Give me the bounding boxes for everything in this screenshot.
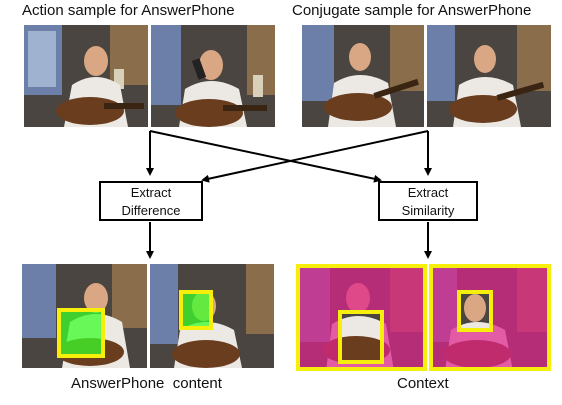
content-highlight-box-1 (57, 308, 105, 358)
extract-difference-line-2: Difference (121, 203, 181, 218)
extract-similarity-line-2: Similarity (401, 203, 455, 218)
conjugate-sample-title: Conjugate sample for AnswerPhone (292, 2, 532, 19)
action-sample-frame-1 (24, 25, 148, 127)
context-highlight-box-2 (457, 290, 493, 332)
content-frame-1 (22, 264, 147, 368)
context-label: Context (397, 375, 449, 392)
extract-difference-line-1: Extract (130, 185, 172, 200)
extract-difference-box: Extract Difference (99, 181, 203, 221)
context-highlight-box-1 (338, 310, 384, 364)
action-sample-frame-2 (151, 25, 275, 127)
content-frame-2 (150, 264, 274, 368)
context-frame-2 (429, 264, 551, 371)
arrow-icon (201, 130, 429, 183)
extract-similarity-line-1: Extract (407, 185, 449, 200)
context-frame-1 (296, 264, 427, 371)
content-highlight-box-2 (179, 290, 213, 330)
context-border-2 (429, 264, 551, 371)
action-sample-title: Action sample for AnswerPhone (22, 2, 235, 19)
conjugate-sample-frame-1 (302, 25, 424, 127)
content-label: AnswerPhone content (71, 375, 222, 392)
conjugate-sample-frame-2 (427, 25, 551, 127)
extract-similarity-box: Extract Similarity (378, 181, 478, 221)
context-border-1 (296, 264, 427, 371)
arrow-icon (149, 130, 382, 183)
